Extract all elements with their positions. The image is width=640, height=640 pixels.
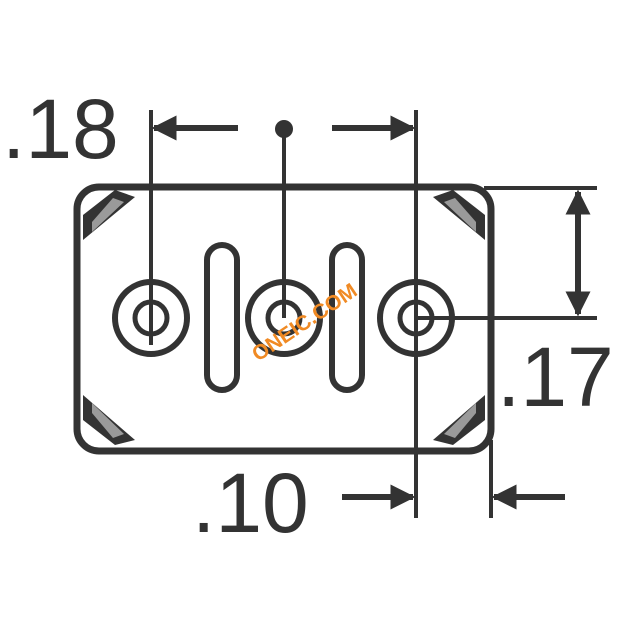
corner-tab-bottom-left [83,395,135,445]
dimension-label-top: .18 [2,82,119,176]
center-pin-dot [275,120,293,138]
corner-tab-bottom-right [433,395,485,445]
slot-right [329,242,365,393]
dimension-label-right: .17 [497,330,614,424]
corner-tab-top-left [83,190,135,240]
corner-tab-top-right [433,190,485,240]
slot-left [204,242,240,393]
dimension-label-bottom: .10 [192,456,309,550]
